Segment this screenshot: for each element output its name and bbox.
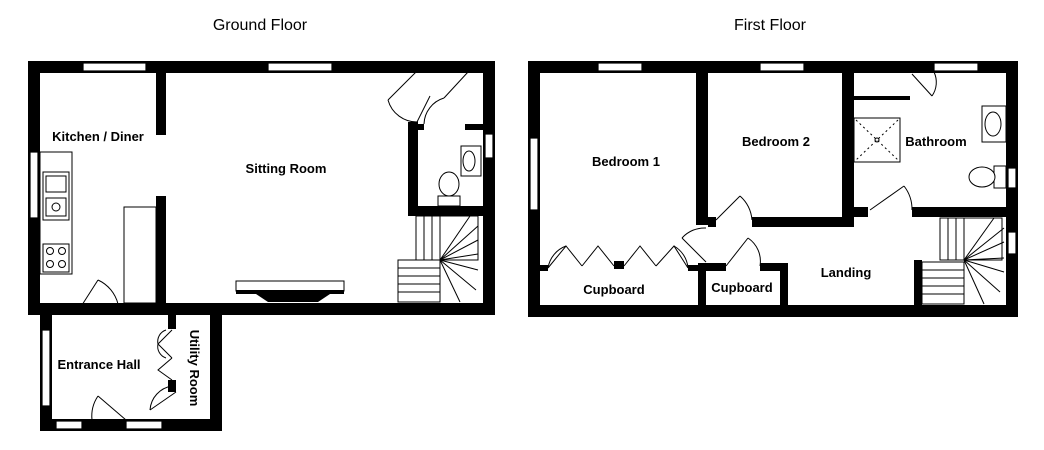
room-label-bedroom-2: Bedroom 2: [742, 134, 810, 149]
bathroom-basin: [981, 105, 1007, 143]
ground-floor: Ground Floor: [28, 17, 495, 431]
ground-floor-title: Ground Floor: [213, 17, 308, 34]
first-floor-stairs: [921, 217, 1005, 305]
bathroom-toilet-cistern: [993, 165, 1007, 189]
first-floor-walls: [528, 61, 1018, 317]
fireplace: [235, 280, 345, 302]
hob: [42, 243, 70, 273]
ground-floor-stairs: [397, 215, 479, 303]
room-label-sitting-room: Sitting Room: [246, 161, 327, 176]
wc-basin: [460, 145, 482, 177]
room-label-cupboard-1: Cupboard: [583, 282, 644, 297]
kitchen-fittings: [39, 151, 157, 304]
room-label-entrance-hall: Entrance Hall: [57, 357, 140, 372]
first-floor-doors: [547, 71, 937, 269]
room-label-landing: Landing: [821, 265, 872, 280]
wc-fittings: [437, 145, 482, 207]
bathroom-fittings: [853, 105, 1007, 189]
first-floor: First Floor: [528, 17, 1018, 317]
room-label-cupboard-2: Cupboard: [711, 280, 772, 295]
wc-toilet-bowl: [438, 171, 460, 197]
breakfast-bar: [123, 206, 157, 304]
bathroom-toilet-bowl: [968, 166, 996, 188]
ground-floor-doors: [81, 71, 469, 421]
first-floor-title: First Floor: [734, 17, 807, 34]
first-floor-windows: [529, 62, 1017, 255]
ground-floor-windows: [29, 62, 494, 430]
room-label-kitchen-diner: Kitchen / Diner: [52, 129, 144, 144]
room-label-bedroom-1: Bedroom 1: [592, 154, 660, 169]
room-label-utility-room: Utility Room: [187, 330, 202, 407]
room-label-bathroom: Bathroom: [905, 134, 966, 149]
wc-toilet-cistern: [437, 195, 461, 207]
